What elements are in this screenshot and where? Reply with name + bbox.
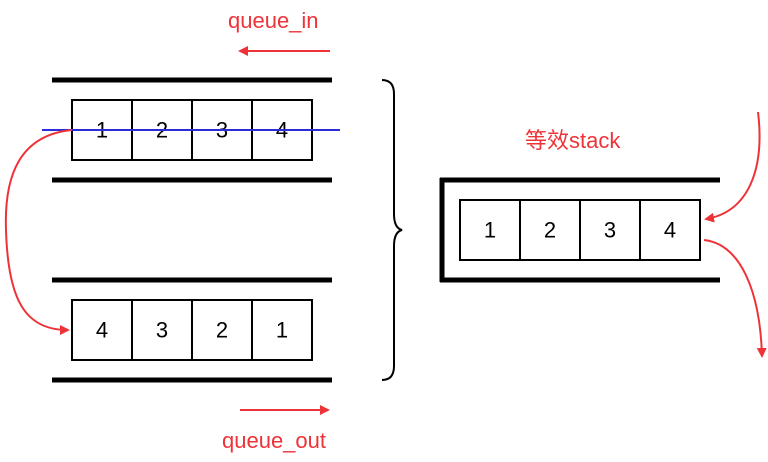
queue-out-cell: 2: [191, 299, 253, 361]
queue-out-cell: 1: [251, 299, 313, 361]
stack-cell: 2: [519, 199, 581, 261]
queue-out-label: queue_out: [222, 428, 326, 453]
transfer-arrow: [4, 129, 73, 335]
queue-out-cell: 3: [131, 299, 193, 361]
queue-in-label: queue_in: [228, 8, 319, 33]
queue-out-cells: 4 3 2 1: [71, 299, 313, 361]
queue-out-cell-value: 3: [156, 318, 168, 343]
stack-cell-value: 2: [544, 218, 556, 243]
stack-push-arrow: [704, 111, 761, 223]
curly-brace: [381, 79, 403, 381]
queue-out-cell: 4: [71, 299, 133, 361]
stack-cell: 1: [459, 199, 521, 261]
stack-cell-value: 1: [484, 218, 496, 243]
stack-cell: 3: [579, 199, 641, 261]
stack-cells: 1 2 3 4: [459, 199, 701, 261]
stack-cell-value: 4: [664, 218, 676, 243]
queue-out-cell-value: 1: [276, 318, 288, 343]
stack-cell: 4: [639, 199, 701, 261]
stack-title: 等效stack: [525, 128, 621, 153]
stack-cell-value: 3: [604, 218, 616, 243]
stack-pop-arrow: [703, 239, 767, 358]
queue-out-cell-value: 4: [96, 318, 108, 343]
queue-out-cell-value: 2: [216, 318, 228, 343]
